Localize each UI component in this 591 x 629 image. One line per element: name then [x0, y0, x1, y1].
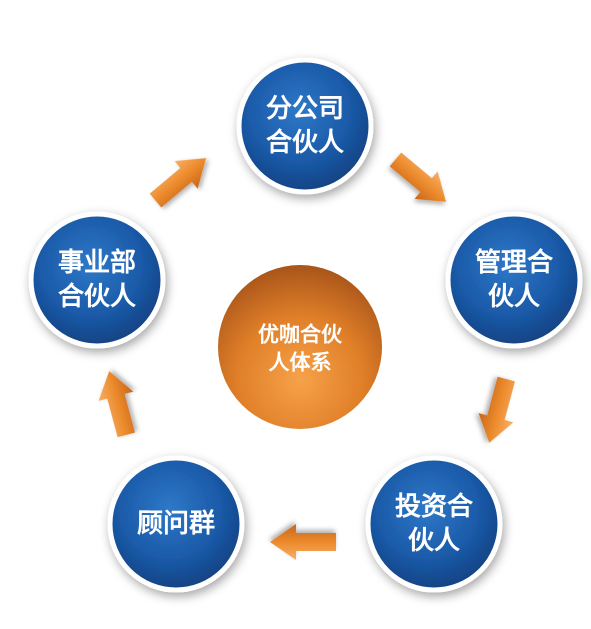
arrows: [98, 152, 515, 560]
arrow-branch-to-management: [389, 152, 447, 202]
node-division-partner: 事业部 合伙人: [28, 211, 166, 349]
center-label-line-2: 人体系: [269, 350, 332, 375]
node-investment-label-line-2: 伙人: [408, 526, 460, 556]
node-branch-label-line-2: 合伙人: [266, 127, 344, 158]
arrow-advisor-to-division: [98, 371, 135, 438]
arrow-management-to-investment: [478, 376, 515, 443]
arrow-investment-to-advisor: [270, 524, 336, 560]
node-investment-partner: 投资合 伙人: [365, 455, 503, 593]
node-branch-label-line-1: 分公司: [266, 94, 344, 124]
node-management-partner: 管理合 伙人: [445, 211, 583, 349]
center-node: 优咖合伙 人体系: [218, 265, 382, 429]
center-label-line-1: 优咖合伙: [258, 322, 343, 347]
node-management-label-line-2: 伙人: [488, 282, 540, 312]
arrow-division-to-branch: [149, 158, 207, 208]
node-division-label-line-2: 合伙人: [58, 281, 136, 312]
node-investment-label-line-1: 投资合: [395, 491, 474, 522]
node-advisor-label: 顾问群: [137, 509, 215, 539]
node-division-label-line-1: 事业部: [58, 248, 136, 278]
node-management-label-line-1: 管理合: [475, 247, 554, 278]
node-advisor-group: 顾问群: [107, 455, 245, 593]
node-branch-partner: 分公司 合伙人: [236, 57, 374, 195]
